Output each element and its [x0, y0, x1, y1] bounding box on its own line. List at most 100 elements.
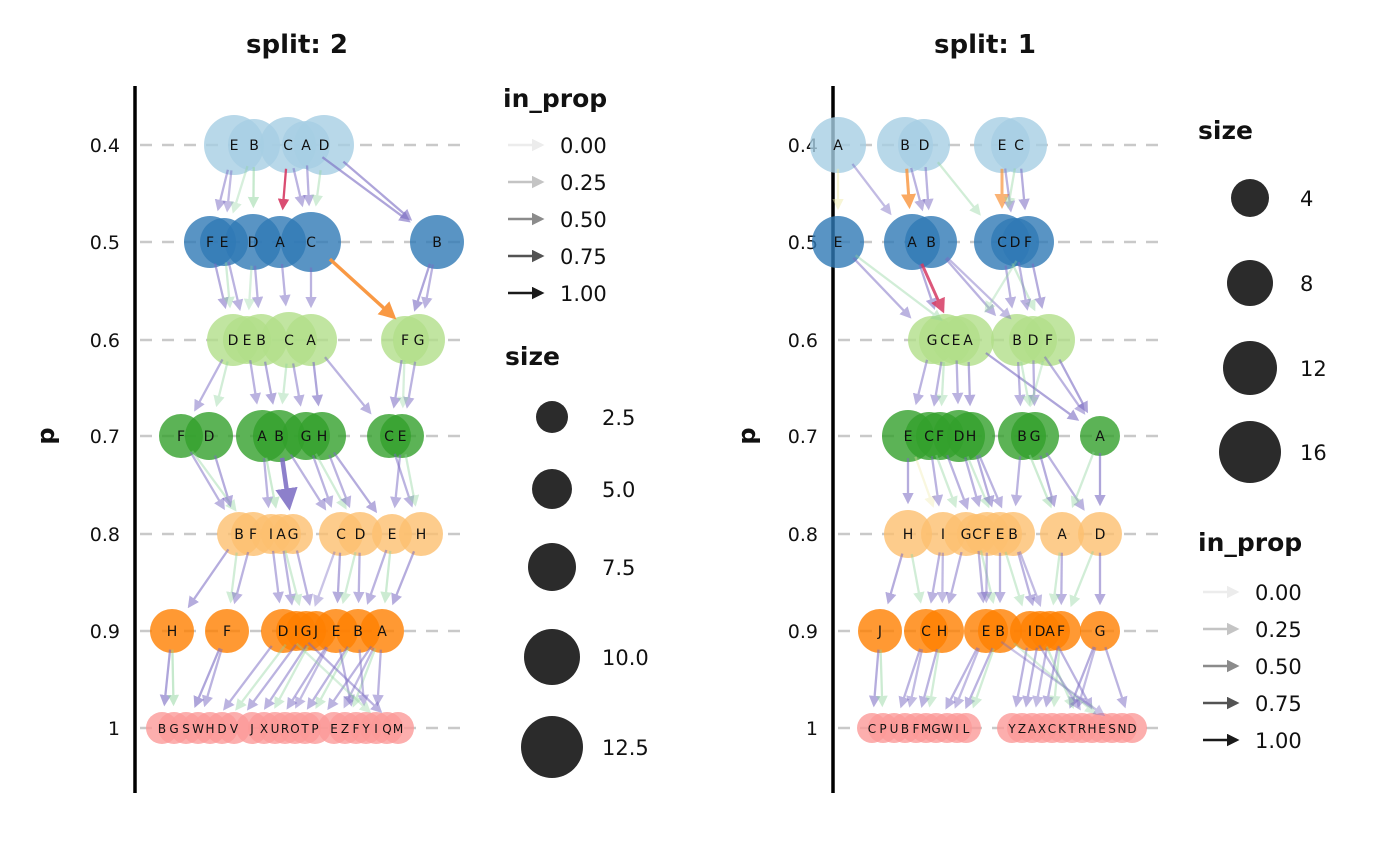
legend-arrow-label-1.00: 1.00 [1255, 729, 1302, 753]
cluster-edge [231, 551, 250, 605]
cluster-node-label-M: M [921, 722, 931, 736]
cluster-node-label-E: E [243, 333, 252, 349]
cluster-node-label-G: G [169, 722, 178, 736]
cluster-node-label-F: F [353, 722, 360, 736]
cluster-edge [230, 165, 249, 214]
cluster-node-label-A: A [963, 333, 973, 349]
cluster-node-label-A: A [833, 138, 843, 154]
cluster-node-A [1080, 416, 1120, 456]
cluster-edge [912, 359, 929, 406]
cluster-node-label-B: B [353, 624, 363, 640]
cluster-node-B [410, 215, 464, 269]
cluster-node-label-U: U [890, 722, 899, 736]
cluster-node-G [1080, 611, 1120, 651]
cluster-node-label-S: S [1108, 722, 1116, 736]
cluster-node-F [1023, 314, 1075, 366]
cluster-node-label-A: A [257, 429, 267, 445]
cluster-node-label-C: C [306, 235, 316, 251]
legend-size-label-8: 8 [1300, 272, 1313, 296]
cluster-edge [898, 648, 922, 709]
cluster-node-H [920, 609, 964, 653]
cluster-edge [222, 170, 234, 213]
cluster-node-label-F: F [936, 429, 944, 445]
legend-size-circle-5.0 [532, 469, 572, 509]
cluster-node-label-G: G [301, 429, 312, 445]
legend-arrow-label-0.00: 0.00 [560, 134, 607, 158]
cluster-node-label-G: G [288, 527, 299, 543]
cluster-node-label-N: N [1118, 722, 1127, 736]
cluster-node-A [810, 117, 866, 173]
cluster-node-label-I: I [1028, 624, 1032, 640]
cluster-node-label-E: E [398, 429, 407, 445]
cluster-node-label-T: T [300, 722, 309, 736]
cluster-node-label-D: D [1010, 235, 1021, 251]
cluster-node-label-H: H [937, 624, 948, 640]
y-axis-label-left: p [32, 427, 60, 445]
legend-header-size-right: size [1198, 116, 1253, 145]
cluster-edge [906, 649, 924, 708]
cluster-edge [342, 160, 413, 221]
cluster-edge [935, 454, 958, 509]
cluster-node-label-W: W [192, 722, 204, 736]
edges-layer [159, 156, 1128, 716]
cluster-edge [946, 256, 1012, 320]
cluster-edge [1104, 646, 1128, 709]
legend-arrow-label-0.50: 0.50 [560, 208, 607, 232]
cluster-node-label-C: C [1048, 722, 1056, 736]
cluster-edge [1017, 261, 1032, 311]
y-tick-label-0.7: 0.7 [90, 426, 120, 448]
cluster-edge [1013, 642, 1097, 715]
cluster-node-label-A: A [1045, 624, 1055, 640]
cluster-node-label-Z: Z [341, 722, 349, 736]
cluster-edge [311, 454, 334, 508]
cluster-edge [1012, 647, 1029, 708]
cluster-node-label-D: D [1095, 527, 1106, 543]
cluster-edge [1018, 551, 1043, 607]
cluster-node-label-H: H [1087, 722, 1096, 736]
cluster-edge [404, 454, 420, 507]
cluster-edge [391, 550, 416, 606]
cluster-edge [279, 263, 291, 307]
cluster-edge [901, 168, 917, 210]
cluster-node-label-A: A [1057, 527, 1067, 543]
cluster-edge [282, 550, 296, 606]
cluster-edge [167, 649, 180, 707]
cluster-edge [885, 553, 904, 605]
cluster-node-label-G: G [414, 333, 425, 349]
cluster-node-label-A: A [1095, 429, 1105, 445]
cluster-edge [1000, 640, 1106, 716]
cluster-node-label-D: D [1127, 722, 1136, 736]
cluster-node-F [1041, 611, 1081, 651]
cluster-node-H [947, 412, 995, 460]
legend-size-circle-7.5 [528, 543, 576, 591]
cluster-edge [412, 263, 431, 312]
cluster-node-label-R: R [281, 722, 289, 736]
cluster-node-label-J: J [877, 624, 882, 640]
cluster-node-label-E: E [330, 722, 338, 736]
cluster-node-label-F: F [223, 624, 231, 640]
cluster-node-label-H: H [416, 527, 427, 543]
cluster-edge [223, 262, 235, 309]
legend-size-label-5.0: 5.0 [602, 478, 635, 502]
cluster-edge [852, 257, 912, 319]
cluster-edge [332, 552, 344, 604]
legend-arrow-label-0.25: 0.25 [560, 171, 607, 195]
cluster-edge [243, 265, 256, 311]
cluster-edge [951, 360, 964, 405]
y-tick-label-0.9: 0.9 [788, 621, 818, 643]
cluster-node-G [273, 514, 313, 554]
cluster-node-label-G: G [931, 722, 940, 736]
cluster-edge [910, 553, 925, 604]
cluster-edge [1039, 455, 1058, 508]
cluster-edge [311, 170, 323, 207]
cluster-edge [953, 647, 981, 709]
cluster-edge [187, 548, 230, 609]
cluster-node-label-C: C [283, 138, 293, 154]
cluster-edge [277, 363, 290, 405]
y-tick-label-0.5: 0.5 [90, 232, 120, 254]
cluster-node-A [285, 314, 337, 366]
cluster-node-label-D: D [217, 722, 226, 736]
cluster-node-L [951, 713, 981, 743]
cluster-node-D [185, 412, 233, 460]
